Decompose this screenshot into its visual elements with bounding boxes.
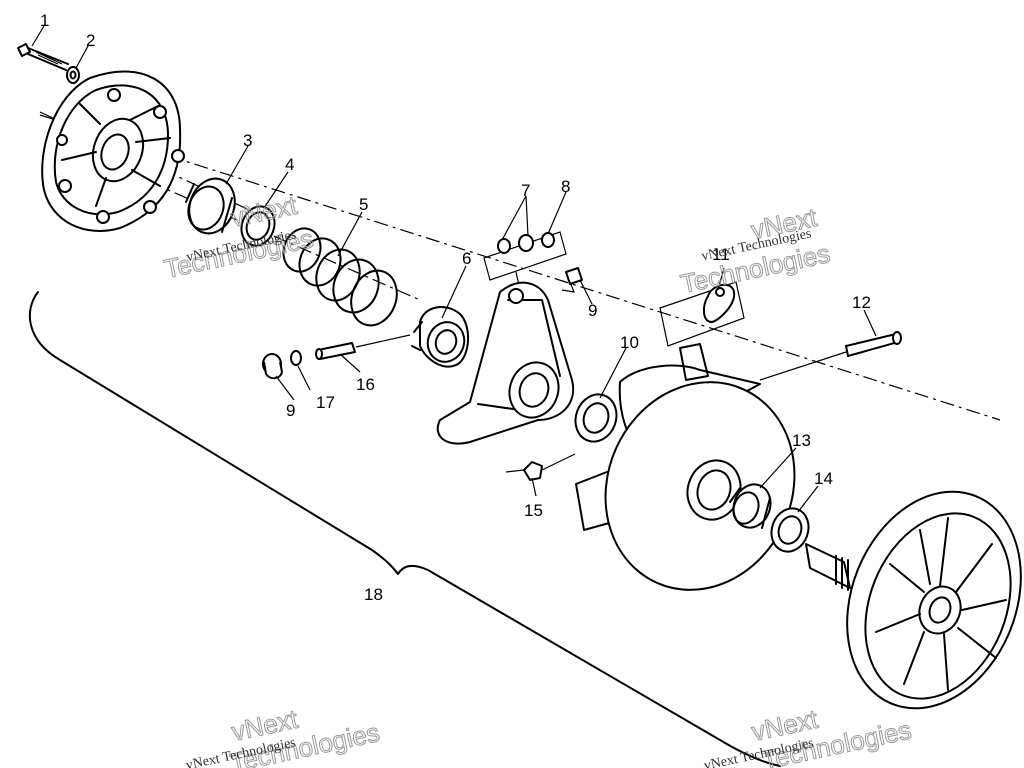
callout-2: 2 (86, 31, 95, 50)
callout-4: 4 (285, 155, 294, 174)
part-13-bushing (729, 483, 772, 529)
spider-cover-plate (41, 70, 185, 232)
callout-8: 8 (561, 177, 570, 196)
callout-1: 1 (40, 11, 49, 30)
part-6-spring-cup (411, 306, 469, 368)
callout-14: 14 (814, 469, 833, 488)
part-9-cap-left (262, 353, 283, 380)
watermark-2: vNext Technologies vNext Technologies (677, 201, 833, 299)
part-3-bushing (185, 177, 236, 235)
callout-17: 17 (316, 393, 335, 412)
callout-9-left: 9 (286, 401, 295, 420)
callout-12: 12 (852, 293, 871, 312)
callout-5: 5 (359, 195, 368, 214)
assembly-bracket-18 (28, 291, 781, 767)
callout-16: 16 (356, 375, 375, 394)
part-2-washer (66, 66, 80, 84)
part-10-washer (574, 393, 618, 443)
part-15-nut (505, 453, 576, 481)
callout-7: 7 (521, 181, 530, 200)
callout-10: 10 (620, 333, 639, 352)
part-4-ring (240, 205, 276, 247)
roller-arm-bracket (436, 281, 575, 445)
callout-leaders (31, 25, 877, 513)
watermark-3: vNext Technologies vNext Technologies (185, 703, 383, 768)
callout-labels: 1 2 3 4 5 6 7 8 9 9 10 11 12 13 14 15 16… (40, 11, 871, 604)
callout-6: 6 (462, 249, 471, 268)
part-5-spring (282, 227, 398, 327)
part-12-bolt (759, 331, 902, 381)
callout-3: 3 (243, 131, 252, 150)
part-14-seal (770, 507, 810, 553)
callout-11: 11 (712, 245, 730, 264)
part-9-cap-right (561, 267, 583, 293)
part-11-clip (659, 281, 745, 347)
callout-9-right: 9 (588, 301, 597, 320)
callout-15: 15 (524, 501, 543, 520)
fixed-sheave-shaft (805, 490, 1022, 710)
movable-sheave-drum (575, 343, 796, 591)
part-7-8-roller-set (483, 231, 567, 291)
part-17-oring (290, 350, 302, 366)
part-16-pin (315, 334, 411, 360)
part-1-bolt (17, 43, 69, 71)
callout-18: 18 (364, 585, 383, 604)
callout-13: 13 (792, 431, 811, 450)
